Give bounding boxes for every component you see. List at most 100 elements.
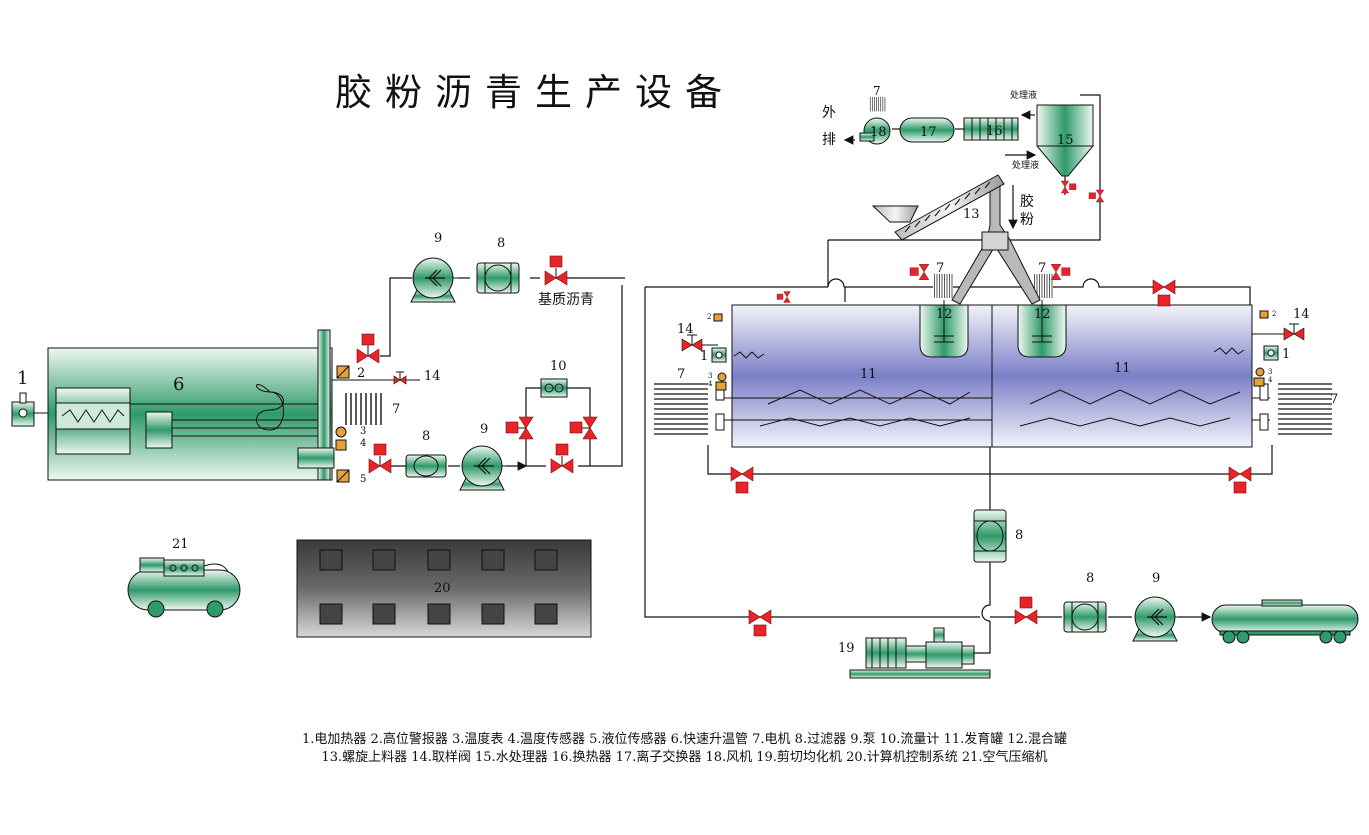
valve-upper-heater (356, 333, 380, 364)
num-16: 16 (986, 124, 1003, 139)
air-compressor-21 (127, 557, 241, 618)
labels: 基质沥青 外 排 处理液 处理液 胶 粉 (538, 89, 1039, 308)
legend-line-1: 1.电加热器 2.高位警报器 3.温度表 4.温度传感器 5.液位传感器 6.快… (301, 732, 1068, 747)
label-powder-2: 粉 (1020, 212, 1034, 228)
num-7-right: 7 (1330, 392, 1338, 407)
num-2-left: 2 (707, 313, 711, 321)
label-treated-top: 处理液 (1010, 89, 1037, 101)
rapid-heating-tank-6 (47, 329, 335, 481)
num-2-heater: 2 (357, 366, 365, 381)
sampling-valve-14-heater (393, 371, 407, 385)
num-6: 6 (173, 374, 184, 395)
ion-exchanger-17 (899, 117, 955, 143)
num-13: 13 (963, 207, 980, 222)
filter-8-outlet (1063, 601, 1107, 633)
num-1-heater: 1 (17, 368, 28, 389)
num-9-lower: 9 (480, 422, 488, 437)
num-3-left: 3 (708, 372, 712, 380)
bypass-valve-left (505, 416, 534, 440)
valve-top-right (1152, 279, 1176, 307)
motor-7-tank-left (653, 383, 709, 435)
valve-top-left-small (776, 291, 791, 303)
num-4-heater: 4 (360, 438, 366, 449)
tank-sensors (713, 310, 1269, 391)
num-12-right: 12 (1034, 307, 1051, 322)
tanker-truck (1211, 599, 1359, 644)
valve-lower-mid (550, 443, 574, 474)
num-20: 20 (434, 581, 451, 596)
label-discharge-1: 外 (822, 105, 836, 121)
mixing-tank-12-right (1017, 300, 1067, 358)
num-7-fan: 7 (873, 84, 881, 98)
pump-9-lower (459, 445, 513, 491)
valve-outlet (1014, 596, 1038, 625)
num-1-left: 1 (700, 349, 708, 364)
pump-9-outlet (1132, 596, 1186, 642)
valve-return-line (1088, 189, 1105, 203)
tank-heaters (711, 345, 1279, 363)
label-powder-1: 胶 (1020, 193, 1034, 210)
legend-line-2: 13.螺旋上料器 14.取样阀 15.水处理器 16.换热器 17.离子交换器 … (321, 750, 1048, 765)
num-18: 18 (870, 125, 887, 140)
filter-8-upper (476, 262, 520, 294)
num-11-left: 11 (860, 367, 877, 382)
electric-heater-1 (11, 392, 50, 427)
motor-7-tank-right (1277, 383, 1333, 435)
pipe-network (380, 94, 1273, 654)
num-12-left: 12 (936, 307, 953, 322)
heater-sensors (332, 365, 420, 483)
num-14-left: 14 (677, 322, 694, 337)
num-4-right: 4 (1268, 376, 1273, 384)
water-treatment-15 (1036, 104, 1094, 177)
sampling-valve-14-right (1252, 323, 1305, 341)
num-14-right: 14 (1293, 307, 1310, 322)
filter-8-bottom-vertical (973, 509, 1007, 563)
num-7-mix-right: 7 (1038, 261, 1046, 276)
num-8-vertical: 8 (1015, 528, 1023, 543)
valve-water-treatment (1060, 180, 1077, 194)
label-base-asphalt: 基质沥青 (538, 291, 594, 308)
num-8-upper: 8 (497, 236, 505, 251)
num-1-right: 1 (1282, 347, 1290, 362)
valve-recirc-right (1228, 466, 1252, 494)
component-numbers: 1 6 2 14 7 3 4 5 9 8 10 8 9 14 1 7 3 4 2… (17, 84, 1338, 656)
num-21: 21 (172, 537, 189, 552)
page-title: 胶粉沥青生产设备 (335, 71, 735, 114)
num-3-heater: 3 (360, 426, 366, 437)
feed-splitter (951, 184, 1041, 305)
motor-7-heater (342, 392, 384, 426)
num-19: 19 (838, 641, 855, 656)
control-system-20 (296, 539, 592, 638)
label-discharge-2: 排 (822, 132, 836, 148)
num-2-right: 2 (1272, 310, 1276, 318)
valve-loop-bottom (748, 609, 772, 637)
num-10: 10 (550, 359, 567, 374)
num-9-outlet: 9 (1152, 571, 1160, 586)
num-9-upper: 9 (434, 231, 442, 246)
num-15: 15 (1057, 133, 1074, 148)
num-8-lower: 8 (422, 429, 430, 444)
filter-8-lower (405, 454, 447, 478)
num-7-left: 7 (677, 367, 685, 382)
bypass-valve-right (569, 416, 598, 440)
num-5-heater: 5 (360, 474, 366, 485)
num-7-mix-left: 7 (936, 261, 944, 276)
label-treated-bottom: 处理液 (1012, 159, 1039, 171)
num-7-heater: 7 (392, 402, 400, 417)
fan-18 (859, 96, 891, 145)
pump-9-upper (410, 257, 464, 303)
shear-homogenizer-19 (849, 627, 991, 679)
screw-feeder-13 (871, 174, 1005, 241)
flowmeter-10 (540, 378, 568, 398)
num-11-right: 11 (1114, 361, 1131, 376)
num-4-left: 4 (708, 380, 713, 388)
num-17: 17 (920, 125, 937, 140)
valve-lower-heater (368, 443, 392, 474)
valve-base-asphalt (544, 255, 568, 286)
num-3-right: 3 (1268, 368, 1272, 376)
sampling-valve-14-left (681, 334, 718, 352)
valve-recirc-left (730, 466, 754, 494)
num-14-heater: 14 (424, 369, 441, 384)
num-8-outlet: 8 (1086, 571, 1094, 586)
